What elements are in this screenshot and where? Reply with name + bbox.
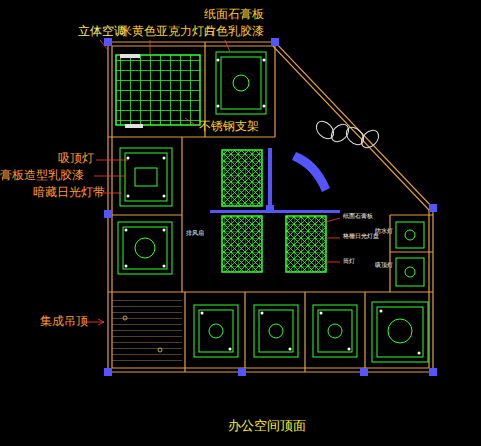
small-label: 格栅日光灯盘	[343, 233, 379, 240]
small-label: 防水灯	[375, 228, 393, 235]
callout-label: 米黄色亚克力灯片	[120, 25, 216, 38]
callout-label: 暗藏日光灯带	[33, 186, 105, 199]
callout-label: 立体空调	[78, 25, 126, 38]
small-label: 纸面石膏板	[343, 213, 373, 220]
small-label: 吸顶灯	[375, 262, 393, 269]
callout-label: 膏板造型乳胶漆	[0, 169, 84, 182]
small-label: 筒灯	[343, 258, 355, 265]
drawing-title: 办公空间顶面	[228, 419, 306, 433]
callout-label: 集成吊顶	[40, 315, 88, 328]
small-label: 排风扇	[186, 230, 204, 237]
callout-label: 纸面石膏板	[204, 8, 264, 21]
callout-label: 吸顶灯	[58, 152, 94, 165]
callout-label: 不锈钢支架	[199, 120, 259, 133]
callout-label: 白色乳胶漆	[204, 25, 264, 38]
